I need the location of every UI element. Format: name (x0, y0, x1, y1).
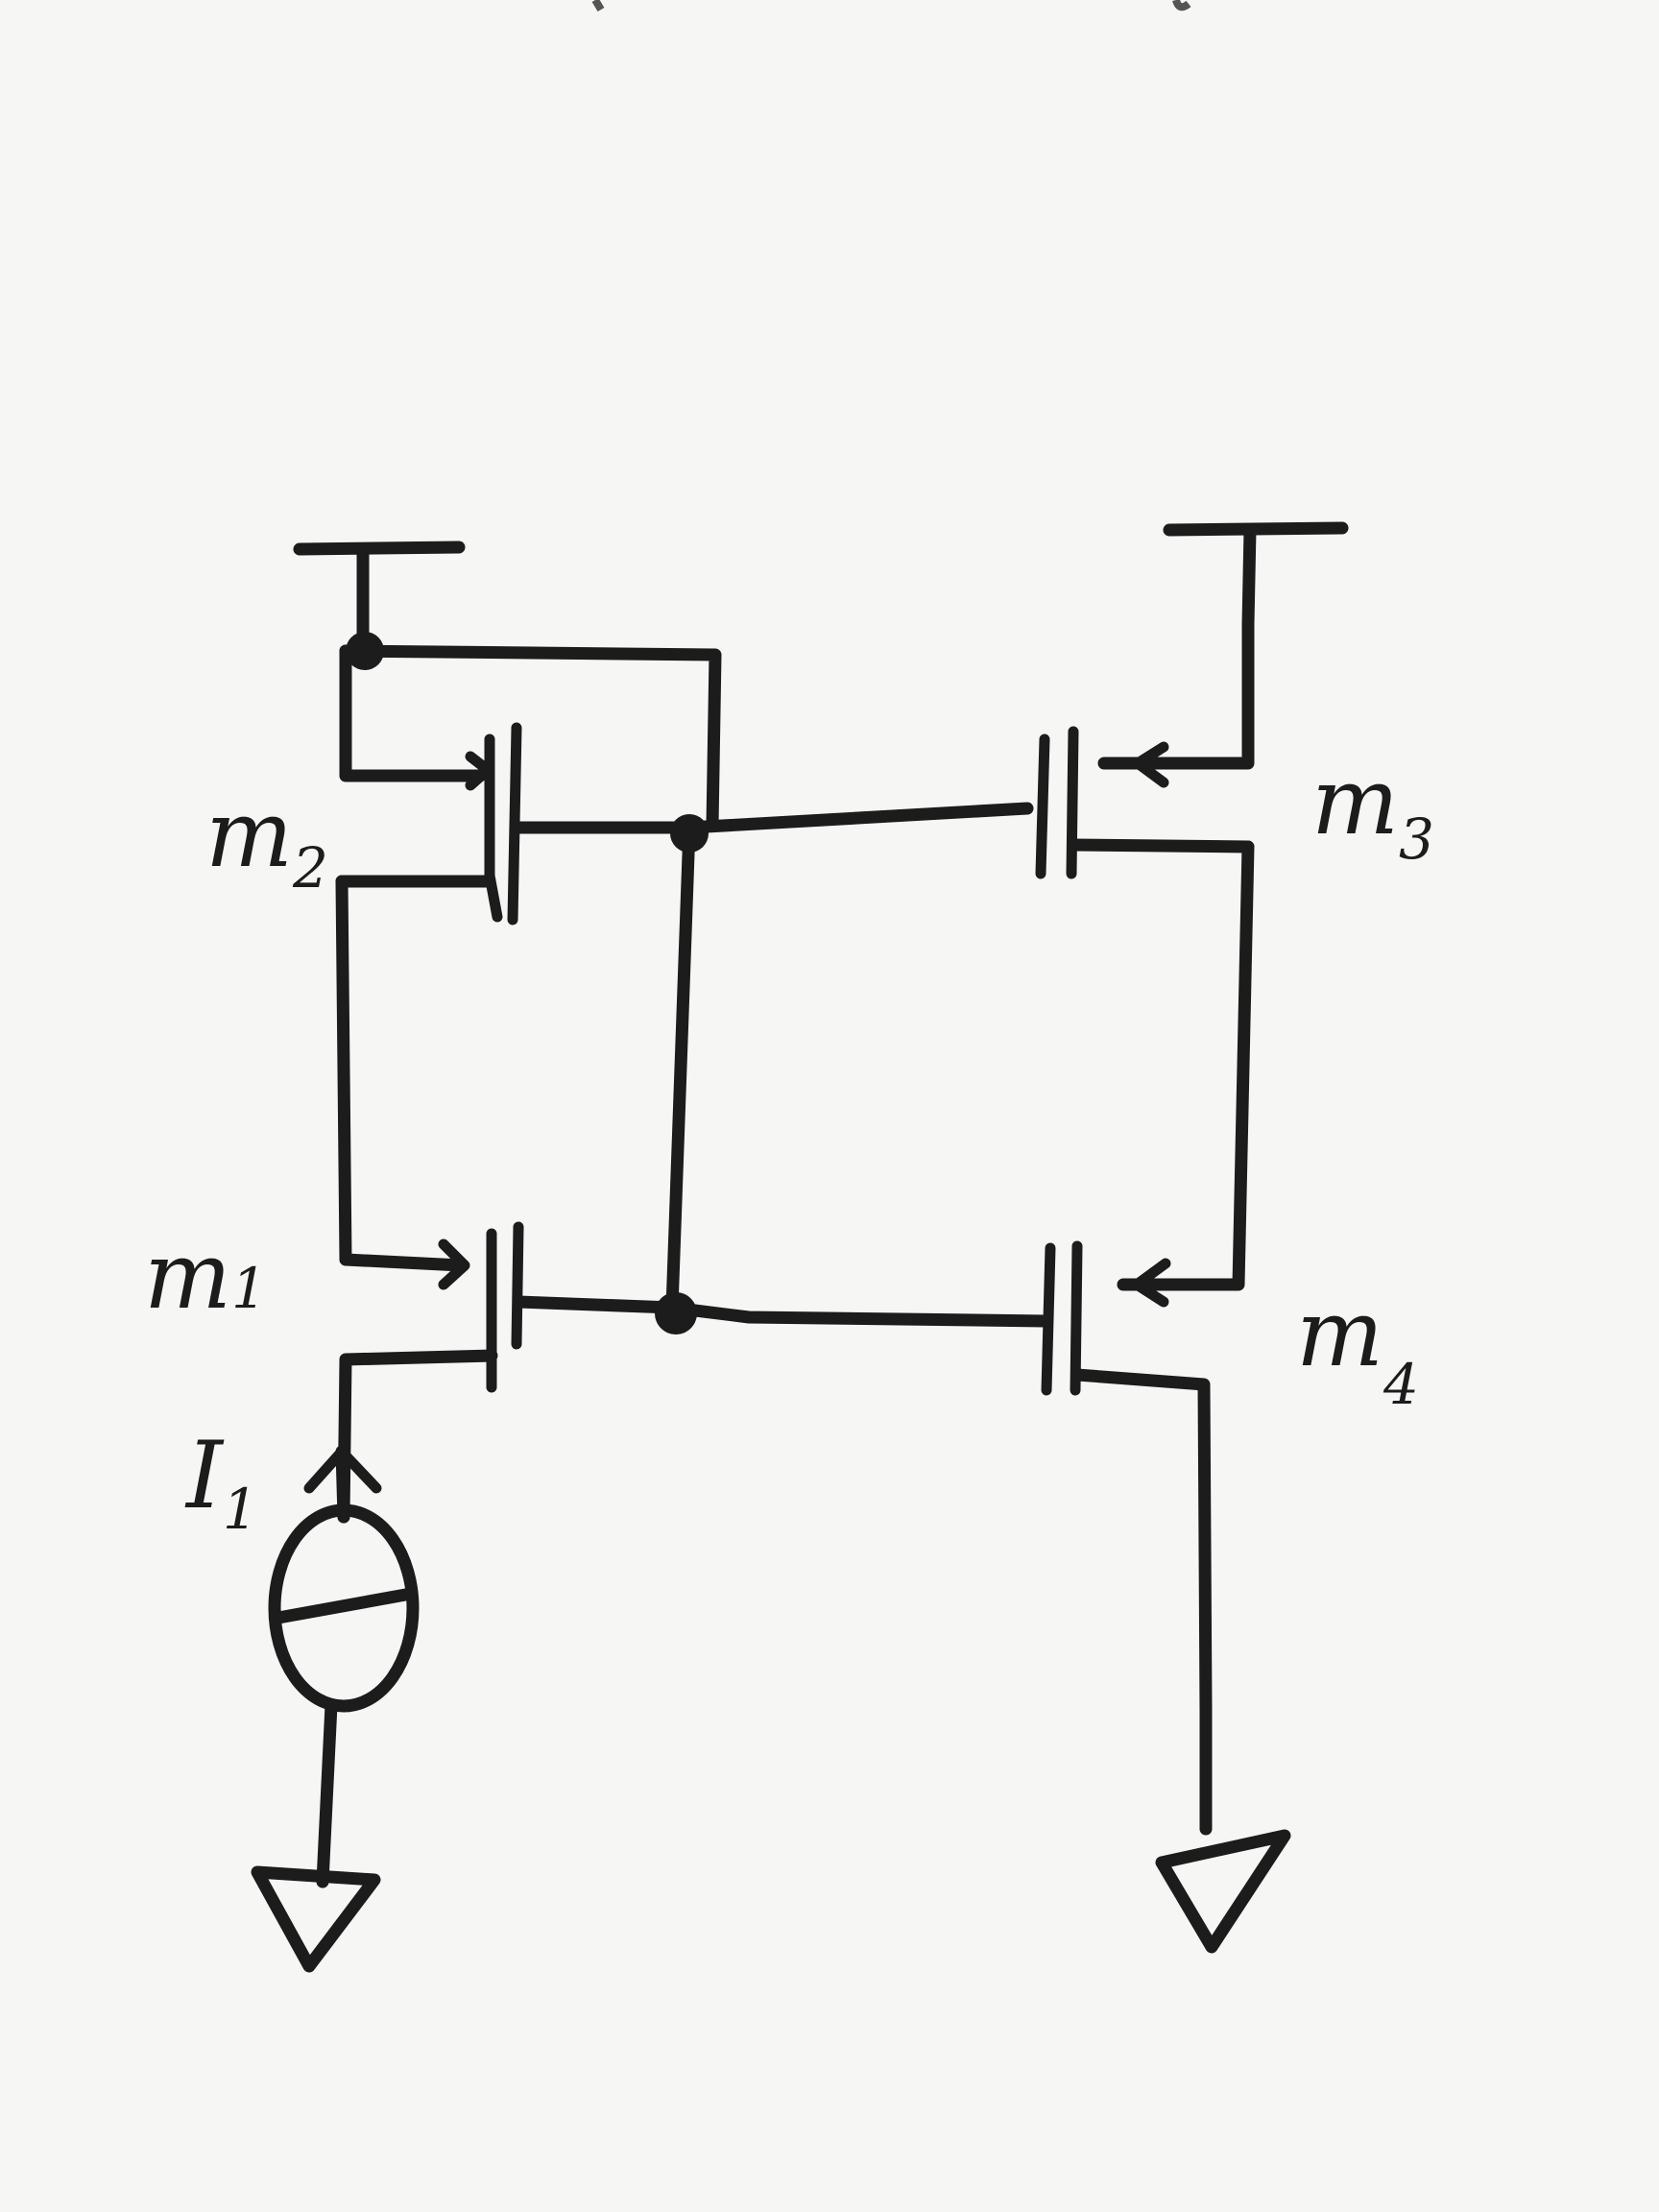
edge-mark (1172, 0, 1191, 12)
label-m3: m3 (1311, 748, 1434, 872)
ground-symbol-right (1155, 1702, 1291, 1954)
label-m4: m4 (1296, 1280, 1419, 1417)
junction-node (346, 632, 384, 670)
ground-symbol-left (251, 1865, 381, 1973)
label-m2: m2 (205, 781, 328, 901)
edge-mark (591, 0, 605, 12)
junction-node (670, 814, 709, 853)
junction-node (655, 1292, 697, 1334)
transistor-m4 (1041, 840, 1255, 1716)
transistor-m2 (335, 644, 722, 926)
gate-interconnect (665, 802, 1053, 1328)
transistor-m3 (1035, 617, 1255, 879)
label-m1: m1 (144, 1222, 267, 1330)
transistor-m1 (335, 875, 679, 1524)
supply-rail-right (1163, 521, 1349, 631)
label-i1: I1 (184, 1422, 258, 1542)
supply-rail-left (293, 541, 466, 648)
current-source-i1 (268, 1445, 420, 1888)
current-source-circle (268, 1503, 420, 1713)
